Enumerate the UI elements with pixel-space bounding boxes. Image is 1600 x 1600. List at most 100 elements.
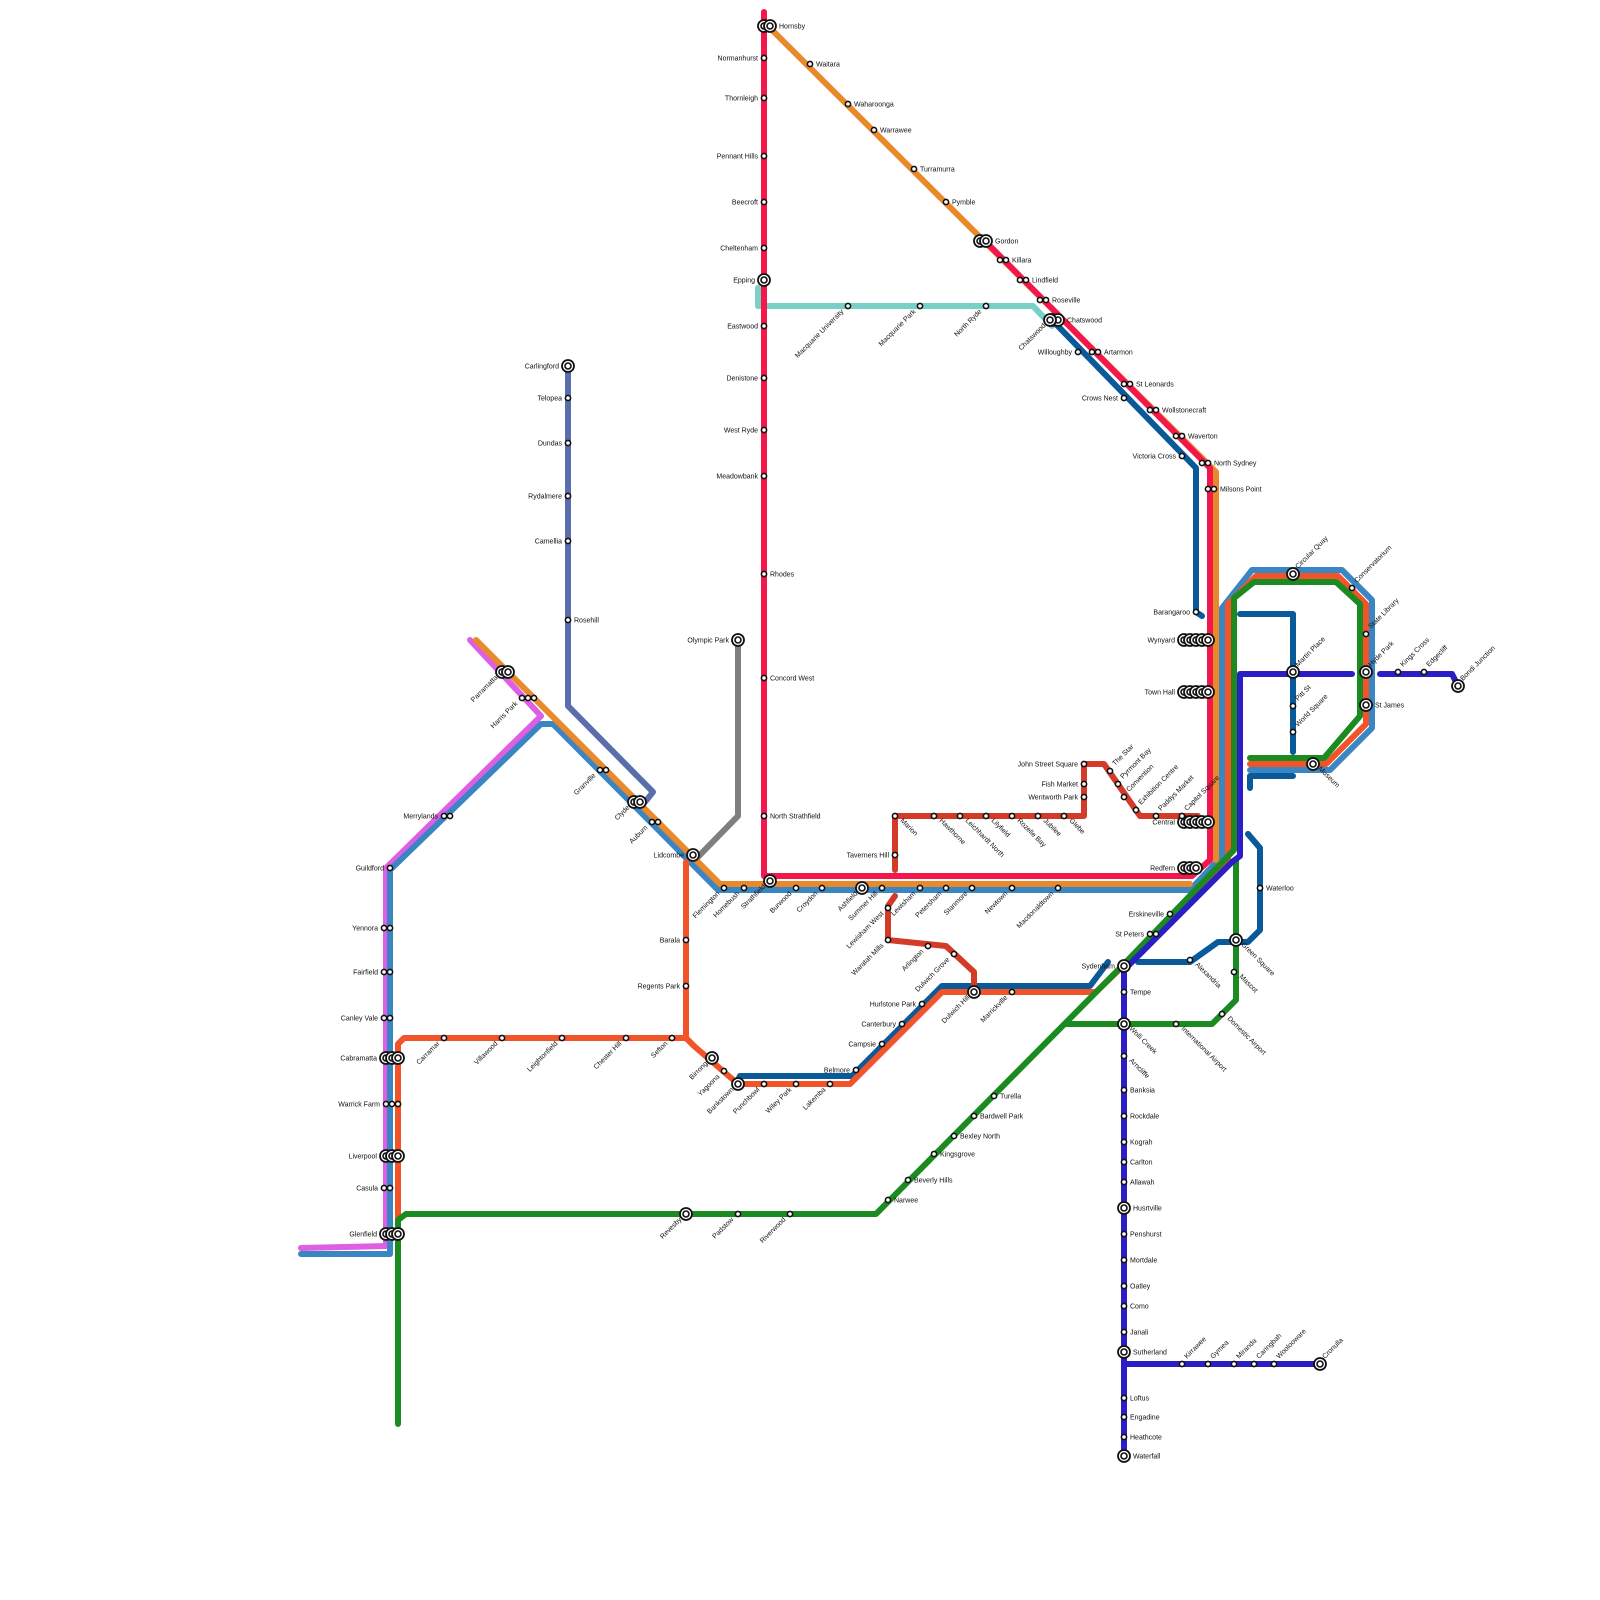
station-label: Leightonfield (526, 1040, 559, 1073)
station-meadowbank[interactable]: Meadowbank (716, 473, 766, 480)
station-marker (1121, 1395, 1126, 1400)
station-cheltenham[interactable]: Cheltenham (720, 245, 766, 252)
station-marker (905, 1177, 910, 1182)
station-town-hall[interactable]: Town Hall (1145, 686, 1214, 698)
station-macquarie-park[interactable]: Macquarie Park (878, 303, 923, 348)
station-label: St James (1375, 703, 1405, 710)
station-label: Fish Market (1041, 782, 1078, 789)
station-penshurst[interactable]: Penshurst (1121, 1231, 1161, 1238)
station-bardwell-park[interactable]: Bardwell Park (971, 1113, 1023, 1120)
station-cronulla[interactable]: Cronulla (1314, 1337, 1345, 1370)
interchange-marker-inner (395, 1231, 401, 1237)
station-rydalmere[interactable]: Rydalmere (528, 493, 570, 500)
station-label: Liverpool (349, 1154, 378, 1161)
station-wynyard[interactable]: Wynyard (1147, 634, 1214, 646)
station-olympic-park[interactable]: Olympic Park (687, 634, 744, 646)
station-west-ryde[interactable]: West Ryde (724, 427, 767, 434)
station-rockdale[interactable]: Rockdale (1121, 1113, 1159, 1120)
station-taverners-hill[interactable]: Taverners Hill (847, 852, 898, 859)
station-chatswood-w[interactable]: Chatswood (1018, 314, 1056, 352)
station-macquarie-university[interactable]: Macquarie University (794, 303, 850, 359)
station-international-airport[interactable]: International Airport (1173, 1021, 1227, 1073)
station-marker (1121, 1257, 1126, 1262)
station-label: Rockdale (1130, 1114, 1159, 1121)
station-marker (879, 1041, 884, 1046)
station-label: Bondi Junction (1459, 645, 1496, 682)
station-marker (892, 852, 897, 857)
station-label: Normanhurst (718, 56, 759, 63)
station-marker (441, 813, 446, 818)
station-epping[interactable]: Epping (733, 274, 770, 286)
station-willoughby[interactable]: Willoughby (1038, 349, 1081, 356)
eastern-suburbs-line (1380, 674, 1458, 686)
station-heathcote[interactable]: Heathcote (1121, 1434, 1162, 1441)
station-label: Circular Quay (1294, 535, 1330, 571)
station-fish-market[interactable]: Fish Market (1041, 781, 1086, 788)
station-marker (879, 885, 884, 890)
station-cabramatta[interactable]: Cabramatta (340, 1052, 404, 1064)
station-sutherland[interactable]: Sutherland (1118, 1346, 1167, 1358)
station-marker (565, 493, 570, 498)
station-marker (1127, 381, 1132, 386)
station-label: Lidcombe (654, 853, 684, 860)
station-auburn[interactable]: Auburn (628, 819, 660, 845)
station-label: Bardwell Park (980, 1114, 1024, 1121)
station-marker (381, 969, 386, 974)
station-waterfall[interactable]: Waterfall (1118, 1450, 1161, 1462)
station-turrella[interactable]: Turella (991, 1093, 1021, 1100)
station-parramatta[interactable]: Parramatta (470, 666, 514, 704)
station-granville[interactable]: Granville (573, 767, 609, 797)
station-label: Sefton (650, 1040, 669, 1059)
station-victoria-cross[interactable]: Victoria Cross (1133, 453, 1185, 460)
interchange-marker-inner (1290, 669, 1296, 675)
station-kings-cross[interactable]: Kings Cross (1395, 636, 1431, 674)
station-regents-park[interactable]: Regents Park (638, 983, 689, 990)
station-marker (1179, 453, 1184, 458)
station-bondi-junction[interactable]: Bondi Junction (1452, 645, 1497, 692)
station-label: Lakemba (802, 1086, 827, 1111)
station-pennant-hills[interactable]: Pennant Hills (717, 153, 767, 160)
station-leightonfield[interactable]: Leightonfield (526, 1035, 564, 1073)
station-label: Telopea (537, 396, 562, 403)
station-label: Turella (1000, 1094, 1021, 1101)
station-st-james[interactable]: St James (1360, 699, 1405, 711)
station-label: Parramatta (470, 674, 500, 704)
station-marker (669, 1035, 674, 1040)
station-crows-nest[interactable]: Crows Nest (1082, 395, 1127, 402)
station-edgecliff[interactable]: Edgecliff (1421, 645, 1449, 675)
station-north-strathfield[interactable]: North Strathfield (761, 813, 820, 820)
station-exhibition-centre[interactable]: Exhibition Centre (1133, 764, 1180, 813)
station-label: Rydalmere (528, 494, 562, 501)
station-hurstville[interactable]: Husrtville (1118, 1202, 1162, 1214)
station-label: Padstow (711, 1216, 736, 1241)
station-label: Cheltenham (720, 246, 758, 253)
station-wentworth-park[interactable]: Wentworth Park (1028, 794, 1086, 801)
station-denistone[interactable]: Denistone (726, 375, 766, 382)
station-carlingford[interactable]: Carlingford (525, 360, 574, 372)
station-glenfield[interactable]: Glenfield (349, 1228, 404, 1240)
station-label: Turramurra (920, 167, 955, 174)
station-label: Pennant Hills (717, 154, 759, 161)
station-gordon[interactable]: Gordon (974, 235, 1018, 247)
station-marker (1187, 957, 1192, 962)
station-hornsby[interactable]: Hornsby (758, 20, 806, 32)
station-marker (1121, 395, 1126, 400)
station-eastwood[interactable]: Eastwood (727, 323, 766, 330)
station-liverpool[interactable]: Liverpool (349, 1150, 404, 1162)
station-domestic-airport[interactable]: Domestic Airport (1219, 1011, 1266, 1056)
station-marker (1205, 486, 1210, 491)
station-concord-west[interactable]: Concord West (761, 675, 814, 682)
station-label: Eastwood (727, 324, 758, 331)
station-redfern[interactable]: Redfern (1150, 862, 1202, 874)
station-barangaroo[interactable]: Barangaroo (1153, 609, 1198, 616)
station-engadine[interactable]: Engadine (1121, 1414, 1159, 1421)
station-marker (735, 1211, 740, 1216)
interchange-marker-inner (1233, 937, 1239, 943)
station-john-street-square[interactable]: John Street Square (1018, 761, 1087, 768)
station-marker (1017, 277, 1022, 282)
station-normanhurst[interactable]: Normanhurst (718, 55, 767, 62)
station-label: Gordon (995, 239, 1018, 246)
station-arlington[interactable]: Arlington (901, 943, 931, 973)
station-thornleigh[interactable]: Thornleigh (725, 95, 767, 102)
station-label: Olympic Park (687, 638, 729, 645)
